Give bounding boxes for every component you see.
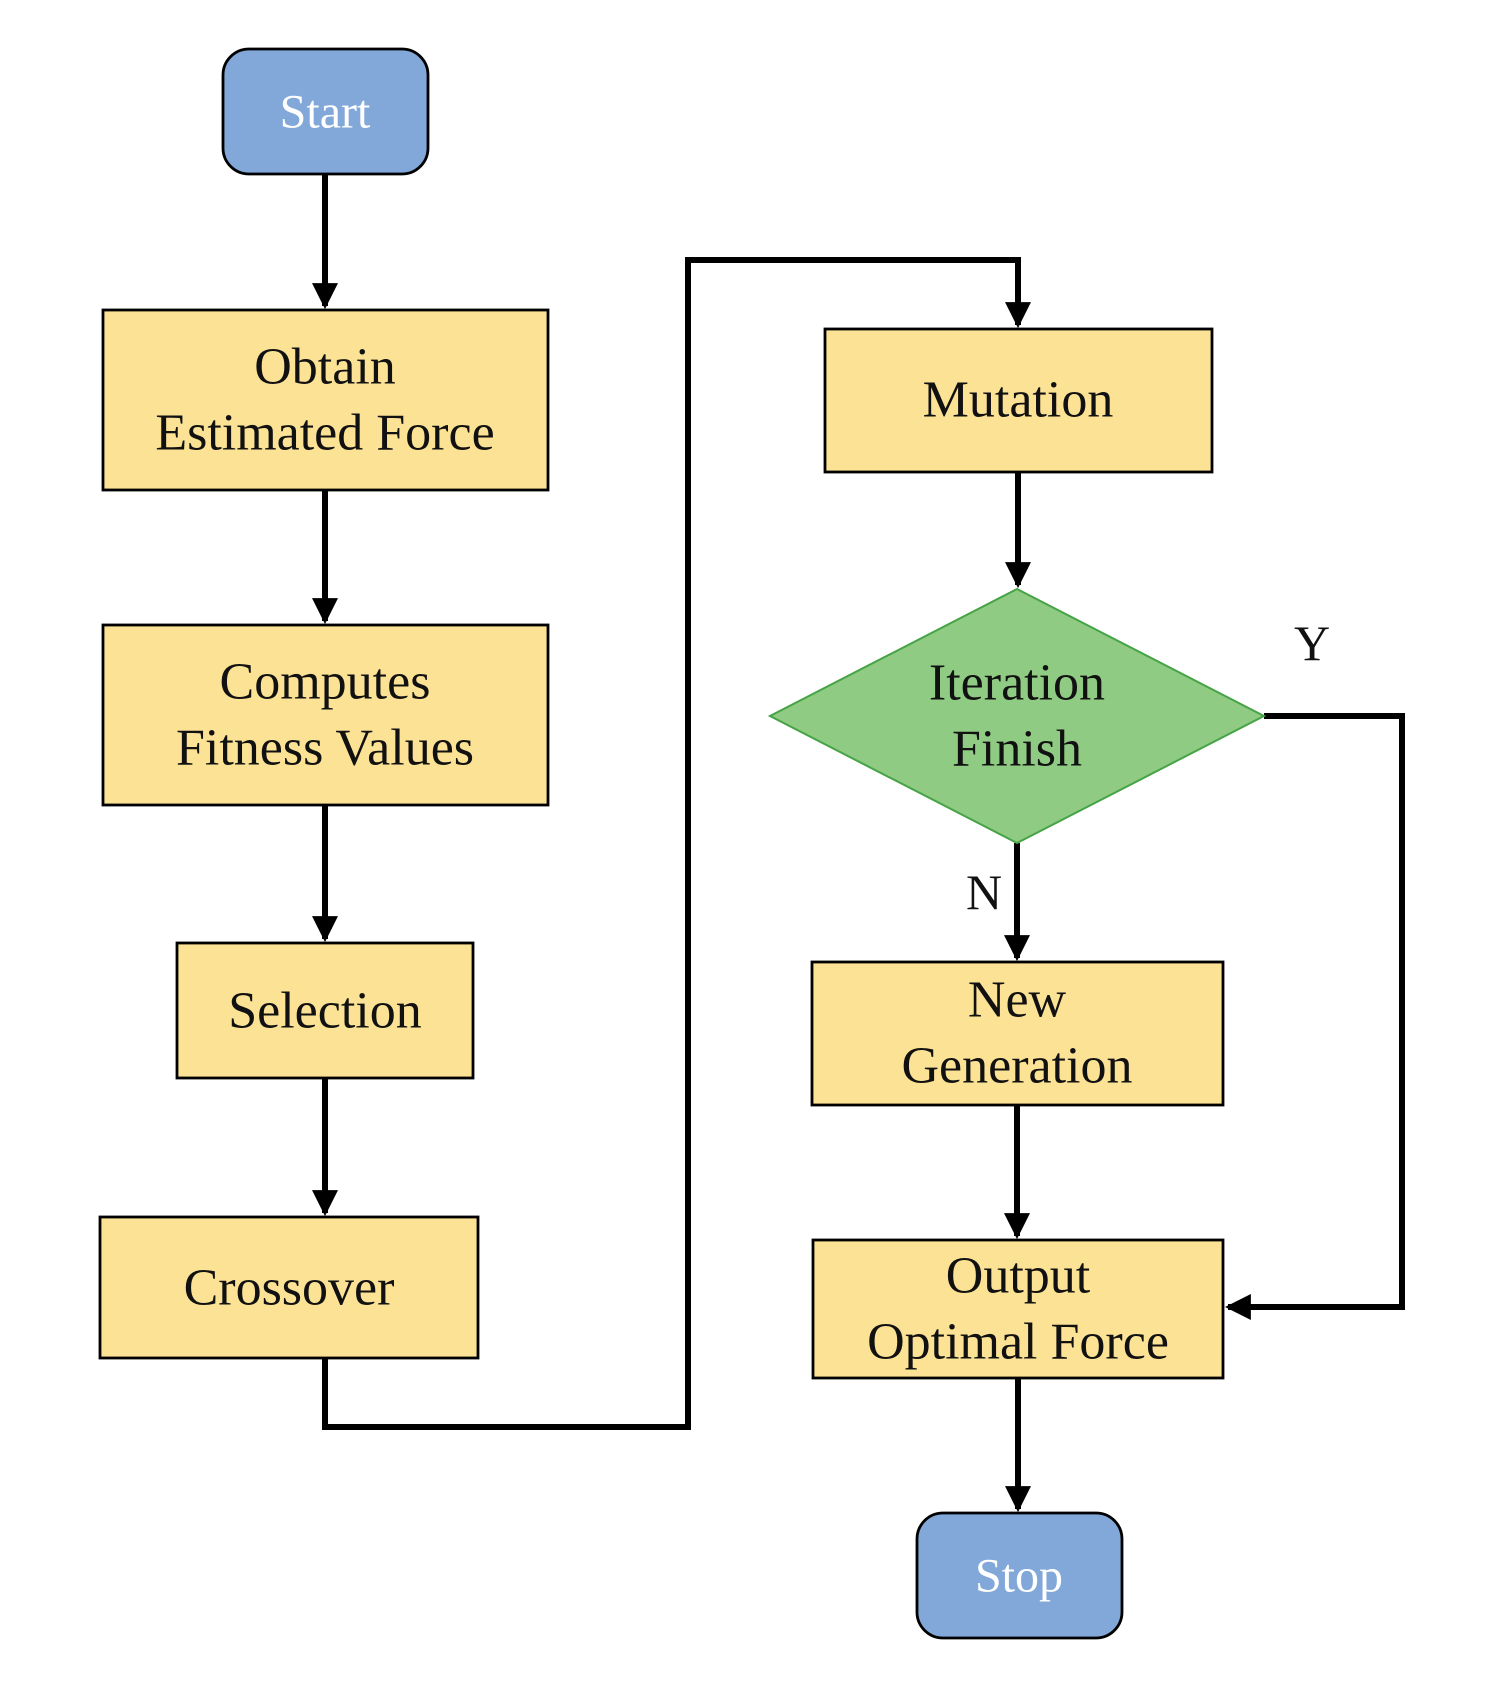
node-start: Start [221,47,430,176]
mutation-label: Mutation [923,372,1114,429]
node-mutation: Mutation [823,327,1214,474]
iteration-finish-label-line-2: Finish [952,721,1082,778]
stop-terminator-shape [915,1511,1124,1640]
iteration-finish-decision-diamond [767,587,1267,845]
mutation-process-shape [823,327,1214,474]
obtain-label-line-1: Obtain [254,339,396,396]
crossover-label: Crossover [184,1260,395,1317]
start-terminator-shape [221,47,430,176]
edge-crossover-to-mutation-loop [322,257,1031,1430]
computes-label-line-2: Fitness Values [176,720,474,777]
node-computes-fitness-values: Computes Fitness Values [101,623,550,807]
new-generation-process-shape [810,960,1225,1107]
branch-label-yes: Y [1294,615,1330,671]
selection-label: Selection [228,983,422,1040]
computes-label-line-1: Computes [220,654,431,711]
output-label-line-2: Optimal Force [867,1314,1169,1371]
obtain-process-shape [101,308,550,492]
branch-label-no: N [966,864,1002,920]
node-stop: Stop [915,1511,1124,1640]
edge-decision-to-output-yes-branch [1224,713,1405,1320]
new-generation-label-line-1: New [968,972,1067,1029]
node-selection: Selection [175,941,475,1080]
computes-process-shape [101,623,550,807]
obtain-label-line-2: Estimated Force [155,405,494,462]
selection-process-shape [175,941,475,1080]
output-label-line-1: Output [946,1248,1091,1305]
node-output-optimal-force: Output Optimal Force [811,1238,1225,1380]
node-obtain-estimated-force: Obtain Estimated Force [101,308,550,492]
start-label: Start [280,86,371,139]
node-iteration-finish-decision: Iteration Finish [767,587,1267,845]
new-generation-label-line-2: Generation [901,1038,1132,1095]
iteration-finish-label-line-1: Iteration [929,655,1105,712]
node-crossover: Crossover [98,1215,480,1360]
stop-label: Stop [975,1550,1063,1603]
crossover-process-shape [98,1215,480,1360]
output-process-shape [811,1238,1225,1380]
node-new-generation: New Generation [810,960,1225,1107]
